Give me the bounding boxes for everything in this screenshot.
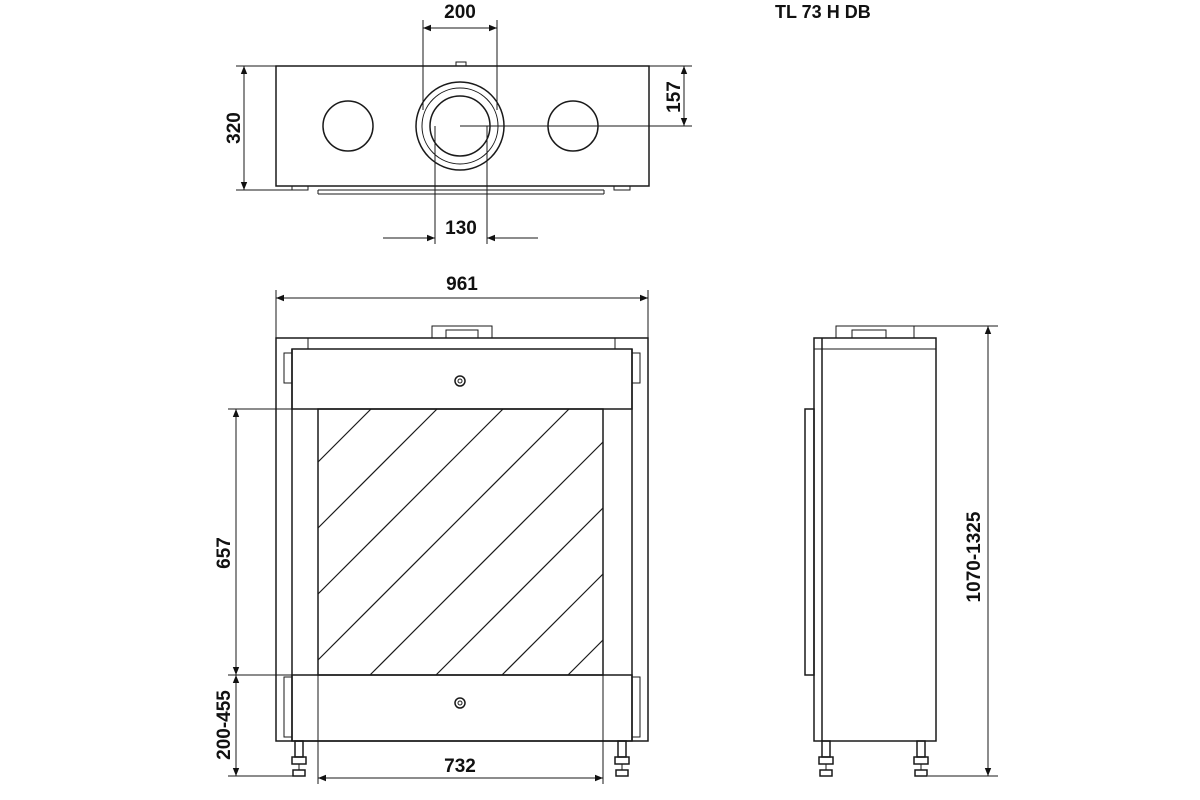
- dim-glass-width: 732: [444, 756, 476, 777]
- left-foot: [291, 740, 307, 777]
- front-view: [228, 290, 649, 784]
- dim-flue-outer: 200: [444, 2, 476, 23]
- side-right-foot: [913, 740, 929, 777]
- glass-panel: [317, 408, 604, 676]
- dim-flue-offset: 157: [664, 81, 685, 113]
- dim-base-height: 200-455: [214, 690, 235, 760]
- right-foot: [614, 740, 630, 777]
- left-port-circle: [322, 100, 374, 152]
- dim-overall-width: 961: [446, 274, 478, 295]
- dim-top-depth: 320: [224, 112, 245, 144]
- dim-glass-height: 657: [214, 537, 235, 569]
- side-view: [804, 325, 998, 777]
- top-view: [236, 20, 692, 244]
- side-left-foot: [818, 740, 834, 777]
- dim-flue-inner: 130: [445, 218, 477, 239]
- model-title: TL 73 H DB: [775, 2, 871, 22]
- glass-hatching: [317, 408, 604, 676]
- dim-overall-height: 1070-1325: [964, 511, 985, 602]
